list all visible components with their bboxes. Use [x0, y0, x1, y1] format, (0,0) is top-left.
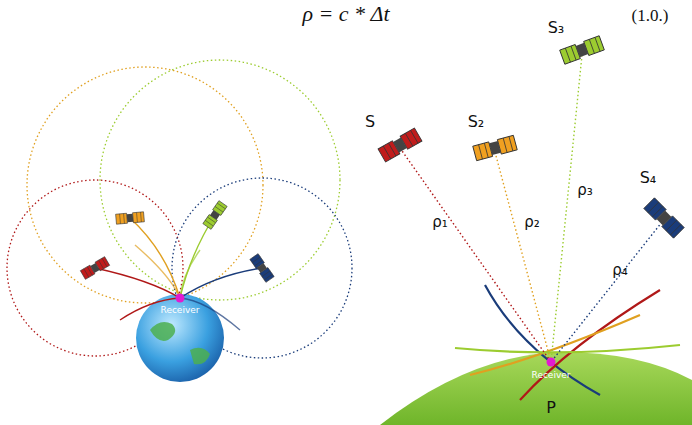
equation: ρ = c * Δt: [302, 2, 389, 26]
signal-lines: [95, 215, 262, 330]
earth: [136, 294, 224, 382]
equation-number: (1.0.): [632, 7, 669, 26]
range-label: ρ₁: [432, 214, 448, 231]
satellite-label: S₃: [548, 19, 565, 37]
pseudoranges: [400, 55, 662, 362]
range-circles: [7, 60, 352, 358]
receiver-dot: [547, 358, 556, 367]
receiver-label: Receiver: [161, 306, 200, 316]
receiver-label: Receiver: [532, 371, 571, 381]
range-arcs: [455, 285, 680, 400]
satellite-label: S: [365, 113, 375, 131]
satellite-label: S₂: [468, 113, 485, 131]
range-label: ρ₄: [612, 262, 628, 279]
point-label: P: [546, 399, 556, 417]
range-label: ρ₂: [524, 214, 540, 231]
ground: [380, 352, 692, 425]
satellite-label: S₄: [640, 169, 657, 187]
range-label: ρ₃: [577, 182, 593, 199]
receiver-dot: [176, 294, 185, 303]
